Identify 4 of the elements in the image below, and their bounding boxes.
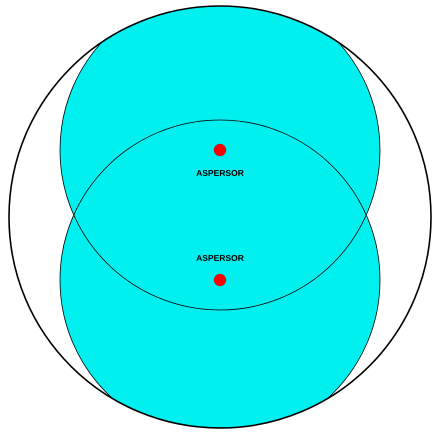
sprinkler-dot xyxy=(214,144,226,156)
sprinkler-dot xyxy=(214,274,226,286)
sprinkler-label: ASPERSOR xyxy=(196,254,244,261)
sprinkler-label: ASPERSOR xyxy=(196,170,244,176)
